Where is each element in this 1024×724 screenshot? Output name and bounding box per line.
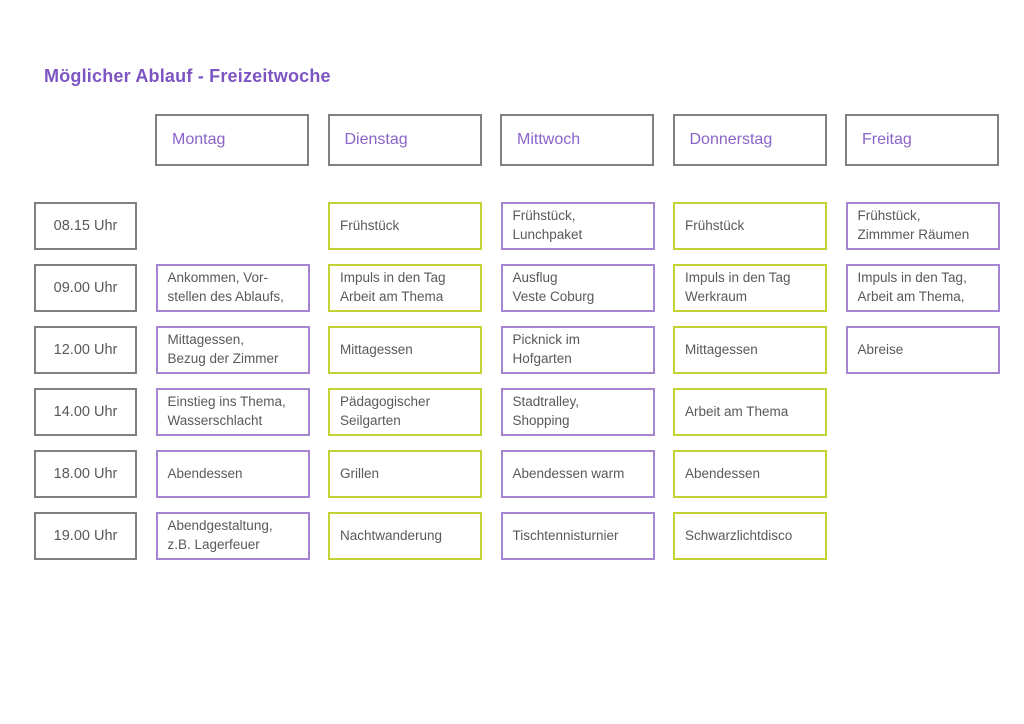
page-title: Möglicher Ablauf - Freizeitwoche: [44, 66, 331, 86]
schedule-row-1800: 18.00 Uhr Abendessen Grillen Abendessen …: [34, 450, 1000, 498]
schedule-cell: Tischtennisturnier: [500, 512, 655, 560]
schedule-cell: Ankommen, Vor- stellen des Ablaufs,: [155, 264, 310, 312]
schedule-cell: Picknick im Hofgarten: [500, 326, 655, 374]
schedule-cell: Frühstück, Lunchpaket: [500, 202, 655, 250]
schedule-cell: Mittagessen: [673, 326, 827, 374]
schedule-cell: Grillen: [328, 450, 482, 498]
time-label: 14.00 Uhr: [34, 388, 137, 436]
time-label: 08.15 Uhr: [34, 202, 137, 250]
time-label: 12.00 Uhr: [34, 326, 137, 374]
schedule-cell: [846, 388, 1000, 436]
schedule-cell: [156, 202, 310, 250]
schedule-cell: Pädagogischer Seilgarten: [328, 388, 482, 436]
schedule-cell: Frühstück, Zimmmer Räumen: [845, 202, 1000, 250]
schedule-cell: Abreise: [845, 326, 1000, 374]
schedule-cell: Mittagessen, Bezug der Zimmer: [155, 326, 310, 374]
day-header-mittwoch: Mittwoch: [500, 114, 654, 166]
schedule-cell: Abendessen warm: [500, 450, 655, 498]
schedule-cell: Impuls in den Tag Werkraum: [673, 264, 827, 312]
time-label: 09.00 Uhr: [34, 264, 137, 312]
schedule-cell: Abendessen: [155, 450, 310, 498]
schedule-row-0900: 09.00 Uhr Ankommen, Vor- stellen des Abl…: [34, 264, 1000, 312]
schedule-cell: Schwarzlichtdisco: [673, 512, 827, 560]
schedule-cell: Stadtralley, Shopping: [500, 388, 655, 436]
schedule-cell: Impuls in den Tag, Arbeit am Thema,: [845, 264, 1000, 312]
schedule-cell: [846, 450, 1000, 498]
schedule-cell: [846, 512, 1000, 560]
schedule-cell: Ausflug Veste Coburg: [500, 264, 655, 312]
schedule-cell: Impuls in den Tag Arbeit am Thema: [328, 264, 482, 312]
schedule-row-1900: 19.00 Uhr Abendgestaltung, z.B. Lagerfeu…: [34, 512, 1000, 560]
day-header-donnerstag: Donnerstag: [672, 114, 827, 166]
day-header-montag: Montag: [155, 114, 309, 166]
schedule-row-1400: 14.00 Uhr Einstieg ins Thema, Wasserschl…: [34, 388, 1000, 436]
schedule-cell: Abendgestaltung, z.B. Lagerfeuer: [155, 512, 310, 560]
time-label: 18.00 Uhr: [34, 450, 137, 498]
schedule-cell: Mittagessen: [328, 326, 482, 374]
schedule-cell: Arbeit am Thema: [673, 388, 827, 436]
day-header-row: Montag Dienstag Mittwoch Donnerstag Frei…: [155, 114, 999, 166]
schedule-row-1200: 12.00 Uhr Mittagessen, Bezug der Zimmer …: [34, 326, 1000, 374]
schedule-row-0815: 08.15 Uhr Frühstück Frühstück, Lunchpake…: [34, 202, 1000, 250]
schedule-cell: Nachtwanderung: [328, 512, 482, 560]
schedule-cell: Abendessen: [673, 450, 827, 498]
schedule-cell: Frühstück: [673, 202, 827, 250]
time-label: 19.00 Uhr: [34, 512, 137, 560]
day-header-freitag: Freitag: [845, 114, 999, 166]
schedule-cell: Frühstück: [328, 202, 482, 250]
schedule-cell: Einstieg ins Thema, Wasserschlacht: [155, 388, 310, 436]
day-header-dienstag: Dienstag: [327, 114, 482, 166]
